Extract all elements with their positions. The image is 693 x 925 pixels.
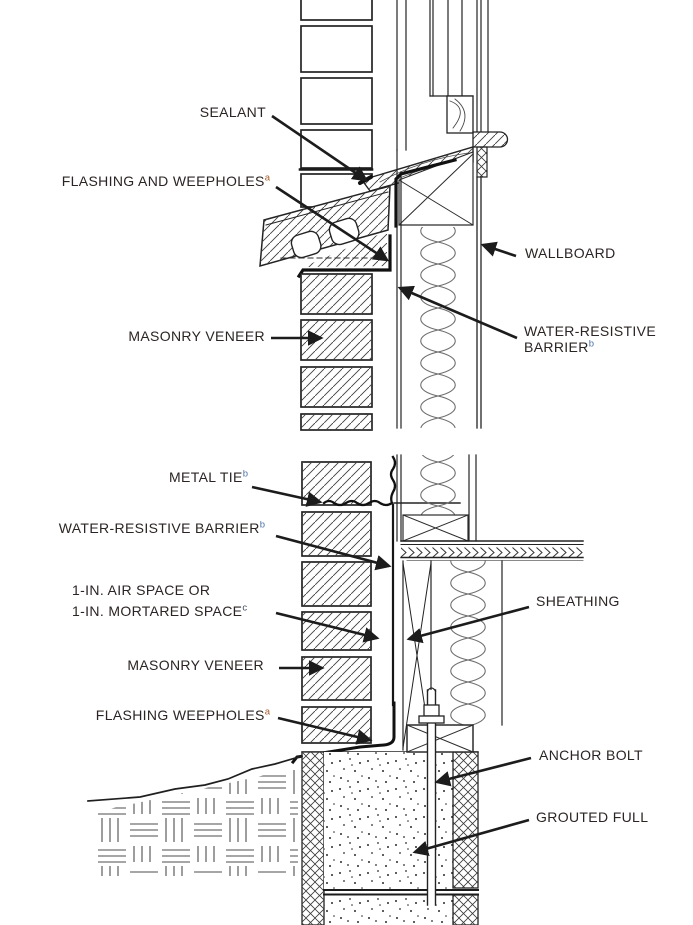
flashing-and-weepholes-arrow — [275, 185, 390, 262]
air-space-arrow — [275, 611, 380, 643]
label-flashing-weepholes: FLASHING WEEPHOLESa — [96, 707, 270, 723]
label-flashing-and-weepholes: FLASHING AND WEEPHOLESa — [62, 173, 270, 189]
label-water-resistive-barrier-bottom: WATER-RESISTIVE BARRIERb — [59, 520, 265, 536]
floor-deck — [400, 540, 584, 561]
footnote-b-sup: b — [588, 338, 594, 350]
insulation-batts-top — [403, 227, 473, 428]
sealant-arrow — [271, 114, 369, 182]
label-water-resistive-barrier-top: WATER-RESISTIVE BARRIERb — [524, 323, 656, 355]
sheathing-arrow — [406, 605, 530, 644]
anchor-bolt-nut — [423, 704, 440, 717]
label-masonry-veneer-top-text: MASONRY VENEER — [128, 328, 265, 344]
label-grouted-full: GROUTED FULL — [536, 809, 648, 825]
grouted-full-arrow — [412, 818, 530, 856]
base-flashing — [290, 701, 396, 765]
label-grouted-full-text: GROUTED FULL — [536, 809, 649, 825]
label-wrb-top-line2: BARRIER — [524, 339, 589, 355]
label-flashing-and-weepholes-text: FLASHING AND WEEPHOLES — [61, 173, 265, 189]
anchor-bolt-arrow — [434, 756, 532, 787]
masonry-veneer-courses-top — [300, 273, 373, 431]
label-metal-tie-text: METAL TIE — [169, 469, 243, 485]
sill-plate — [406, 724, 474, 753]
label-sheathing: SHEATHING — [536, 593, 620, 609]
sill-apron — [476, 146, 488, 178]
masonry-veneer-courses-bottom — [301, 461, 372, 744]
insulation-batts-below-floor — [433, 560, 500, 725]
footnote-a-sup: a — [264, 706, 270, 718]
footnote-a-sup: a — [264, 172, 270, 184]
footnote-c-sup: c — [242, 601, 248, 613]
label-masonry-veneer-bottom: MASONRY VENEER — [127, 657, 264, 673]
label-metal-tie: METAL TIEb — [169, 469, 248, 485]
label-wallboard-text: WALLBOARD — [525, 245, 616, 261]
earth-hatch — [95, 768, 298, 876]
label-air-space-line2: 1-IN. MORTARED SPACE — [72, 602, 243, 619]
bottom-detail — [87, 454, 584, 925]
flashing-weepholes-arrow — [277, 716, 373, 745]
label-air-space: 1-IN. AIR SPACE OR 1-IN. MORTARED SPACEc — [72, 580, 247, 621]
label-sealant-text: SEALANT — [199, 104, 266, 120]
insulation-batts-above-floor — [403, 455, 468, 515]
wallboard-lines — [476, 176, 482, 429]
wall-below-floor — [402, 560, 503, 751]
wall-above-floor — [396, 454, 477, 542]
rim-blocking — [402, 514, 469, 542]
grade-and-earth — [87, 754, 304, 876]
label-air-space-line1: 1-IN. AIR SPACE OR — [72, 582, 211, 598]
top-detail — [259, 0, 509, 431]
grade-line — [87, 754, 304, 802]
label-sealant: SEALANT — [200, 104, 266, 120]
label-wallboard: WALLBOARD — [525, 245, 616, 261]
foundation-outer-shell — [301, 751, 325, 925]
label-sheathing-text: SHEATHING — [536, 593, 620, 609]
leader-arrows — [251, 114, 532, 856]
anchor-bolt — [418, 687, 445, 906]
water-resistive-barrier-top-arrow — [397, 285, 518, 340]
label-anchor-bolt: ANCHOR BOLT — [539, 747, 643, 763]
sill-flashing — [394, 158, 457, 228]
label-anchor-bolt-text: ANCHOR BOLT — [539, 747, 643, 763]
label-wrb-bottom-text: WATER-RESISTIVE BARRIER — [58, 520, 260, 536]
label-masonry-veneer-bottom-text: MASONRY VENEER — [127, 657, 264, 673]
label-wrb-top-line1: WATER-RESISTIVE — [524, 323, 657, 339]
metal-tie-arrow — [251, 485, 323, 507]
wallboard-arrow — [480, 241, 517, 258]
shelf-flashing — [296, 234, 392, 279]
sill-nose — [472, 131, 509, 148]
label-flashing-weepholes-text: FLASHING WEEPHOLES — [95, 707, 265, 723]
grout-lift-joint — [323, 889, 479, 896]
footnote-b-sup: b — [259, 519, 265, 531]
label-masonry-veneer-top: MASONRY VENEER — [128, 328, 265, 344]
anchor-bolt-washer — [418, 715, 445, 724]
water-resistive-barrier-bottom-arrow — [275, 534, 392, 571]
footnote-b-sup: b — [242, 468, 248, 480]
window-frame-lines — [396, 0, 489, 151]
window-stool — [446, 95, 474, 134]
